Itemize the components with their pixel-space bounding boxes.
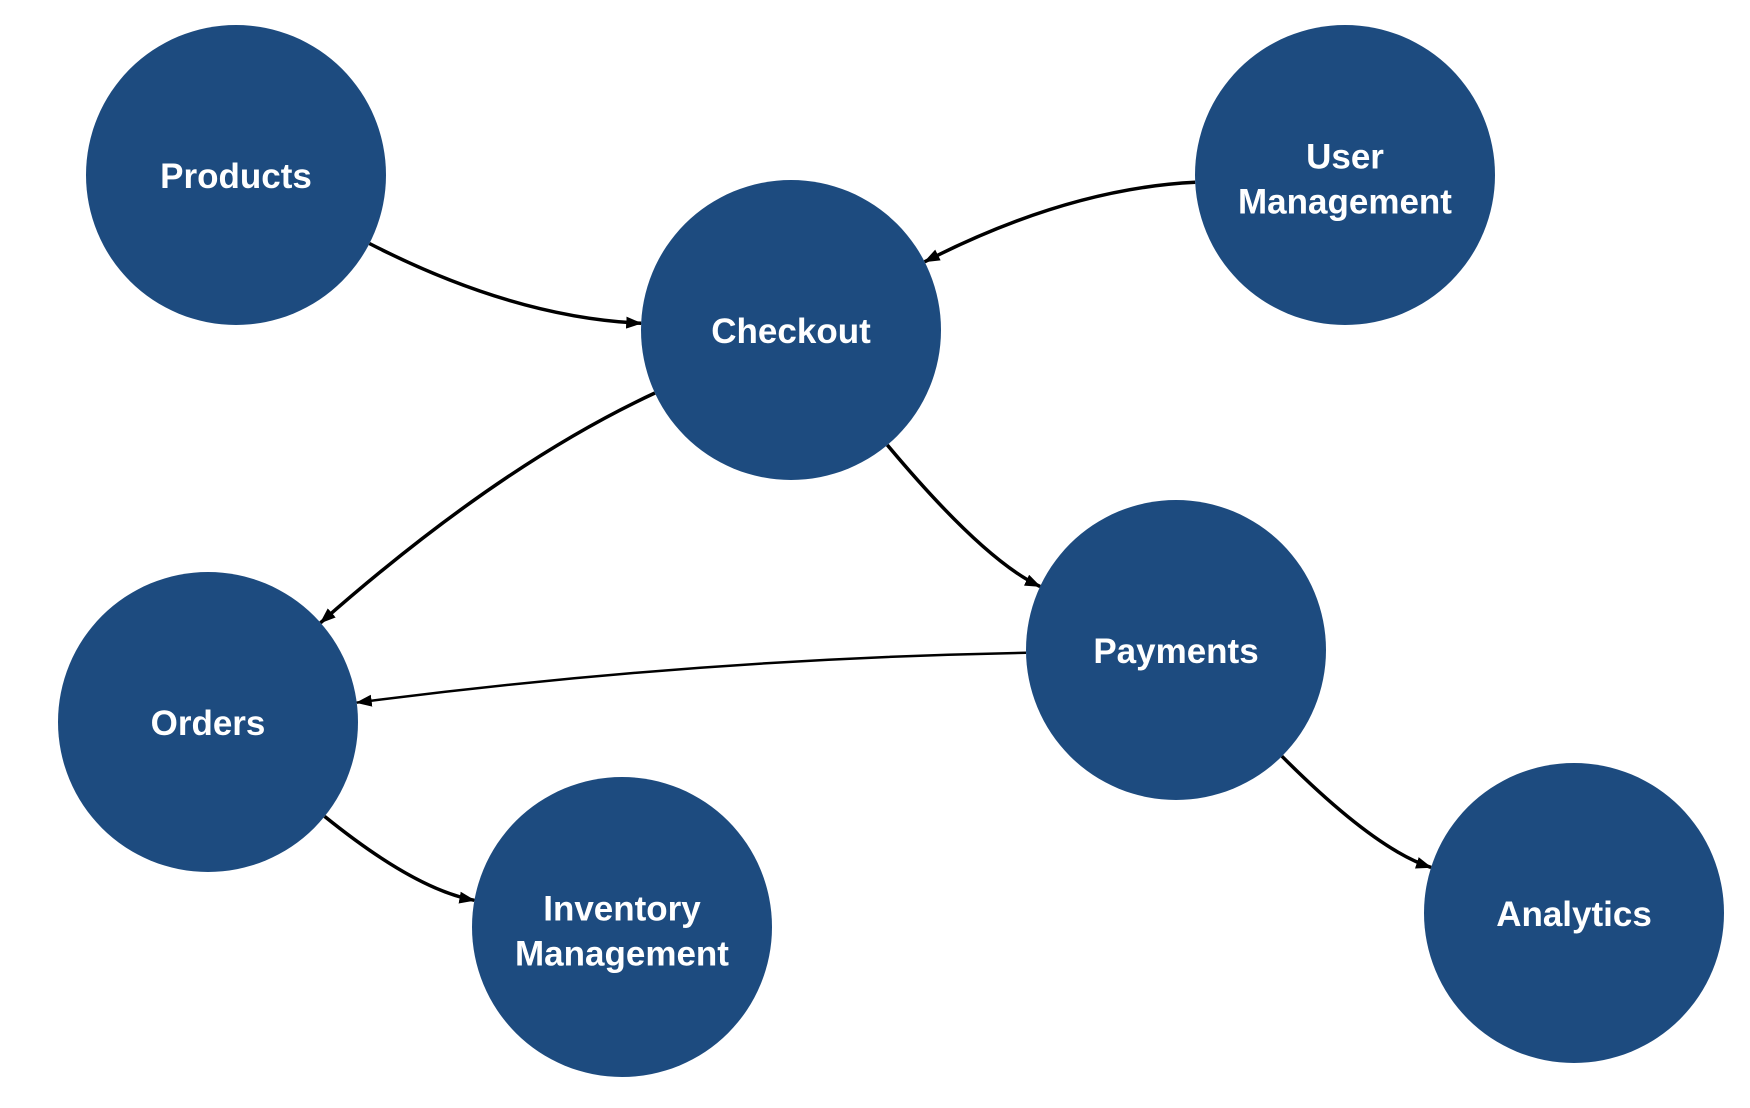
edge-checkout-to-orders — [319, 391, 656, 625]
node-circle-orders[interactable] — [58, 572, 358, 872]
node-circle-products[interactable] — [86, 25, 386, 325]
edge-checkout-to-payments — [885, 443, 1042, 589]
edge-user-management-to-checkout — [923, 180, 1196, 264]
node-analytics[interactable]: Analytics — [1424, 763, 1724, 1063]
node-circle-analytics[interactable] — [1424, 763, 1724, 1063]
edge-payments-to-orders — [355, 651, 1027, 707]
edge-payments-to-analytics — [1280, 754, 1433, 870]
node-circle-payments[interactable] — [1026, 500, 1326, 800]
node-payments[interactable]: Payments — [1026, 500, 1326, 800]
node-products[interactable]: Products — [86, 25, 386, 325]
node-circle-user-management[interactable] — [1195, 25, 1495, 325]
node-checkout[interactable]: Checkout — [641, 180, 941, 480]
node-orders[interactable]: Orders — [58, 572, 358, 872]
node-circle-checkout[interactable] — [641, 180, 941, 480]
edges-layer — [319, 180, 1433, 904]
node-circle-inventory-management[interactable] — [472, 777, 772, 1077]
edge-products-to-checkout — [368, 241, 643, 329]
edge-orders-to-inventory-management — [323, 815, 476, 904]
